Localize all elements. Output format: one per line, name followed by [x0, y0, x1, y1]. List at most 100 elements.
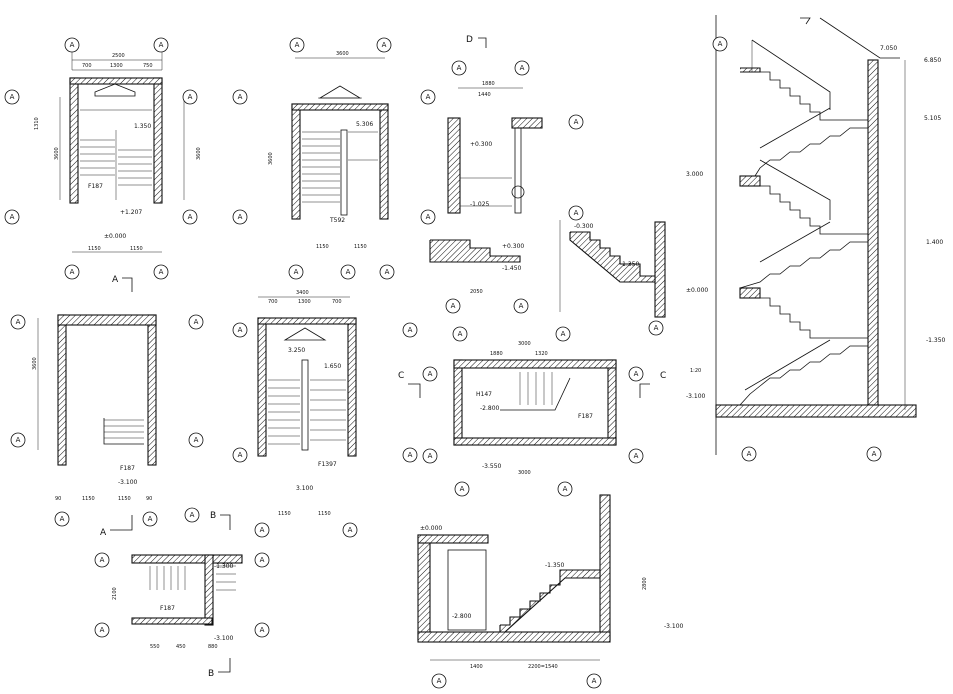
dim-p3-side: 3600 — [32, 357, 38, 370]
room-label-p6: F187 — [160, 605, 175, 612]
svg-text:A: A — [592, 677, 597, 685]
svg-text:A: A — [457, 64, 462, 72]
detail-stair-entry: 1880 1440 +0.300 -1.025 +0.300 -1.450 20… — [429, 81, 543, 295]
section-mark-d: D — [466, 35, 473, 45]
axis-bubble: A — [422, 366, 438, 382]
axis-bubble: A — [340, 264, 356, 280]
plan-typical-floor: 3400 700 1300 700 3.250 1.650 3.100 F139… — [257, 290, 357, 517]
svg-text:A: A — [16, 318, 21, 326]
axis-bubble: A — [420, 89, 436, 105]
svg-text:A: A — [260, 526, 265, 534]
dim-p5-bottom: 3000 — [518, 470, 531, 476]
axis-bubble: A — [142, 511, 158, 527]
axis-bubble: A — [420, 209, 436, 225]
section-mark-b-bottom: B — [208, 669, 214, 679]
dim-p6-bottom-b: 450 — [176, 644, 186, 650]
svg-text:A: A — [100, 626, 105, 634]
dim-p1-bottom-b: 1150 — [130, 246, 143, 252]
level-sa-c: 3.000 — [686, 171, 703, 178]
axis-bubble: A — [188, 432, 204, 448]
stair-treads-p1 — [80, 130, 152, 200]
section-mark-b-top: B — [210, 511, 216, 521]
dim-p1-side-a: 3600 — [54, 147, 60, 160]
level-det1-a: +0.300 — [470, 141, 492, 148]
axis-bubble: A — [10, 432, 26, 448]
svg-text:A: A — [561, 330, 566, 338]
axis-bubble: A — [379, 264, 395, 280]
svg-text:A: A — [238, 93, 243, 101]
dim-p1-top: 2500 — [112, 53, 125, 59]
level-p5-a: H147 — [476, 391, 492, 398]
svg-text:A: A — [60, 515, 65, 523]
axis-bubble: A — [402, 447, 418, 463]
level-det2-a: -0.300 — [574, 223, 594, 230]
level-sa-a: 6.850 — [924, 57, 941, 64]
level-det1-c: +0.300 — [502, 243, 524, 250]
level-p4-b: 1.650 — [324, 363, 341, 370]
level-sb-a: ±0.000 — [420, 525, 442, 532]
level-sb-d: -3.100 — [664, 623, 684, 630]
axis-bubble: A — [451, 60, 467, 76]
axis-bubble: A — [232, 447, 248, 463]
stair-treads-p3 — [103, 418, 144, 445]
dim-p2-bottom-a: 1150 — [316, 244, 329, 250]
axis-bubble: A — [555, 326, 571, 342]
dim-p4-top-a: 700 — [268, 299, 278, 305]
dim-p1-top-c: 750 — [143, 63, 153, 69]
svg-text:A: A — [295, 41, 300, 49]
level-sa-g: -3.100 — [686, 393, 706, 400]
svg-text:A: A — [10, 93, 15, 101]
svg-text:A: A — [238, 451, 243, 459]
level-sb-c: -2.800 — [452, 613, 472, 620]
svg-text:A: A — [188, 213, 193, 221]
axis-bubble: A — [513, 298, 529, 314]
level-det1-b: -1.025 — [470, 201, 490, 208]
svg-text:A: A — [428, 370, 433, 378]
svg-text:A: A — [100, 556, 105, 564]
room-label-p2: T592 — [329, 217, 345, 224]
axis-bubble: A — [254, 552, 270, 568]
level-sa-e: ±0.000 — [686, 287, 708, 294]
dim-p2-bottom-b: 1150 — [354, 244, 367, 250]
axis-bubble: A — [454, 481, 470, 497]
svg-text:A: A — [718, 40, 723, 48]
stair-treads-p5 — [500, 372, 571, 411]
svg-text:A: A — [451, 302, 456, 310]
axis-bubble: A — [402, 322, 418, 338]
dim-det1-top-a: 1880 — [482, 81, 495, 87]
axis-bubble: A — [289, 37, 305, 53]
stair-treads-p2 — [302, 129, 378, 216]
level-det1-d: -1.450 — [502, 265, 522, 272]
room-label-p4: F1397 — [318, 461, 337, 468]
axis-bubble: A — [254, 622, 270, 638]
svg-text:A: A — [294, 268, 299, 276]
svg-text:A: A — [408, 326, 413, 334]
axis-bubble: A — [254, 522, 270, 538]
axis-bubble: A — [568, 114, 584, 130]
level-p3: -3.100 — [118, 479, 138, 486]
axis-bubble: A — [514, 60, 530, 76]
dim-p2-top: 3600 — [336, 51, 349, 57]
svg-text:A: A — [70, 41, 75, 49]
svg-text:A: A — [382, 41, 387, 49]
dim-p6-side: 2100 — [112, 587, 118, 600]
plan-landing-b: -1.300 -3.100 F187 550 450 880 2100 — [112, 554, 243, 650]
dim-p5-top-a: 3000 — [518, 341, 531, 347]
dim-sb-bottom-a: 1400 — [470, 664, 483, 670]
dim-p6-bottom-c: 880 — [208, 644, 218, 650]
dim-p1-top-b: 1300 — [110, 63, 123, 69]
svg-text:A: A — [872, 450, 877, 458]
level-sb-b: -1.350 — [545, 562, 565, 569]
svg-text:A: A — [148, 515, 153, 523]
plan-cross-section-c: 3000 1880 1320 H147 -2.800 -3.550 F187 3… — [453, 341, 617, 476]
axis-bubble: A — [153, 37, 169, 53]
flight-2 — [740, 107, 868, 177]
level-p5-b: -2.800 — [480, 405, 500, 412]
dim-p2-side: 3600 — [268, 152, 274, 165]
level-sa-f: -1.350 — [926, 337, 946, 344]
level-det2-b: -1.350 — [620, 261, 640, 268]
level-p1-b: +1.207 — [120, 209, 142, 216]
level-p1-c: 1.350 — [134, 123, 151, 130]
dim-p3-bottom-c: 1150 — [118, 496, 131, 502]
